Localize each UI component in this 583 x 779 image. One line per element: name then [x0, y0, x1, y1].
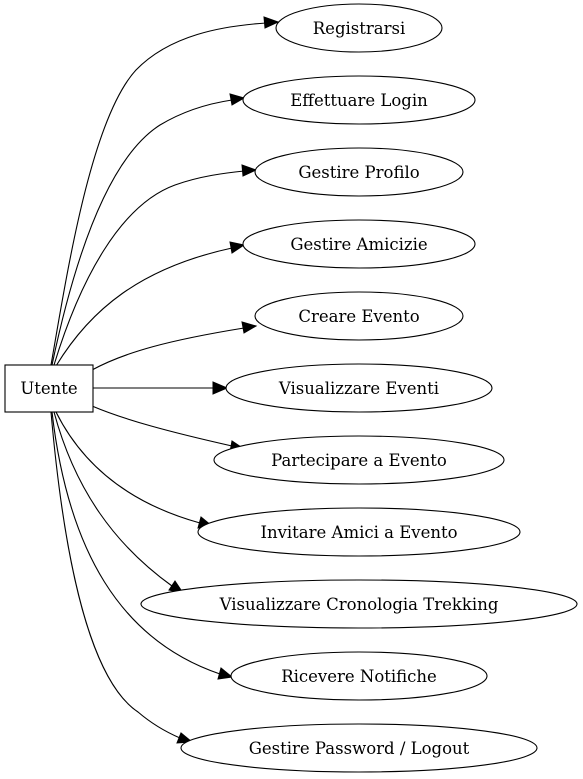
- use-case-ellipse: [197, 507, 521, 557]
- use-case-ellipse: [254, 291, 464, 341]
- use-case-ellipse: [213, 435, 505, 485]
- use-case-registrarsi[interactable]: Registrarsi: [275, 3, 443, 53]
- use-case-creare-evento[interactable]: Creare Evento: [254, 291, 464, 341]
- use-case-label: Invitare Amici a Evento: [260, 523, 457, 542]
- use-case-ricevere-notifiche[interactable]: Ricevere Notifiche: [230, 651, 488, 701]
- use-case-gestire-profilo[interactable]: Gestire Profilo: [254, 147, 464, 197]
- edge-gestire-amicizie-arrowhead: [229, 241, 246, 254]
- edge-creare-evento: [91, 327, 245, 371]
- edge-invitare-amici: [55, 411, 201, 524]
- edge-partecipare-evento: [91, 405, 233, 447]
- edge-creare-evento-arrowhead: [241, 321, 258, 334]
- edge-gestire-amicizie: [55, 247, 233, 367]
- edge-gestire-profilo-arrowhead: [241, 164, 258, 177]
- use-case-ellipse: [254, 147, 464, 197]
- use-case-ellipse: [275, 3, 443, 53]
- edge-visualizzare-eventi-arrowhead: [212, 381, 229, 395]
- use-case-label: Creare Evento: [298, 307, 419, 326]
- use-case-label: Partecipare a Evento: [271, 451, 447, 470]
- use-case-ellipse: [140, 579, 578, 629]
- edge-cronologia-trekking: [53, 411, 173, 587]
- use-case-ellipse: [230, 651, 488, 701]
- use-case-ellipse: [225, 363, 493, 413]
- edges: [50, 16, 280, 744]
- use-case-label: Gestire Amicizie: [290, 235, 427, 254]
- use-case-label: Gestire Password / Logout: [249, 739, 470, 758]
- edge-ricevere-notifiche-arrowhead: [217, 667, 234, 680]
- actor-node[interactable]: Utente: [4, 364, 94, 413]
- edge-effettuare-login: [51, 99, 233, 366]
- use-case-ellipse: [242, 219, 476, 269]
- use-case-gestire-password-logout[interactable]: Gestire Password / Logout: [180, 723, 538, 773]
- edge-gestire-profilo: [53, 170, 245, 366]
- use-case-label: Registrarsi: [313, 19, 405, 38]
- use-case-partecipare-evento[interactable]: Partecipare a Evento: [213, 435, 505, 485]
- use-case-label: Visualizzare Eventi: [278, 379, 439, 398]
- use-case-label: Visualizzare Cronologia Trekking: [219, 595, 499, 614]
- use-case-effettuare-login[interactable]: Effettuare Login: [242, 75, 476, 125]
- edge-gestire-password-logout: [50, 411, 181, 739]
- use-case-cronologia-trekking[interactable]: Visualizzare Cronologia Trekking: [140, 579, 578, 629]
- use-case-ellipse: [242, 75, 476, 125]
- use-case-label: Effettuare Login: [290, 91, 428, 110]
- edge-effettuare-login-arrowhead: [229, 93, 246, 106]
- use-case-label: Gestire Profilo: [298, 163, 419, 182]
- use-case-visualizzare-eventi[interactable]: Visualizzare Eventi: [225, 363, 493, 413]
- edge-registrarsi: [50, 22, 267, 366]
- use-case-ellipse: [180, 723, 538, 773]
- use-case-gestire-amicizie[interactable]: Gestire Amicizie: [242, 219, 476, 269]
- use-case-label: Ricevere Notifiche: [281, 667, 437, 686]
- use-case-invitare-amici[interactable]: Invitare Amici a Evento: [197, 507, 521, 557]
- actor-box: [4, 364, 94, 413]
- edge-ricevere-notifiche: [51, 411, 221, 675]
- actor-label: Utente: [20, 379, 77, 398]
- edge-registrarsi-arrowhead: [263, 16, 280, 29]
